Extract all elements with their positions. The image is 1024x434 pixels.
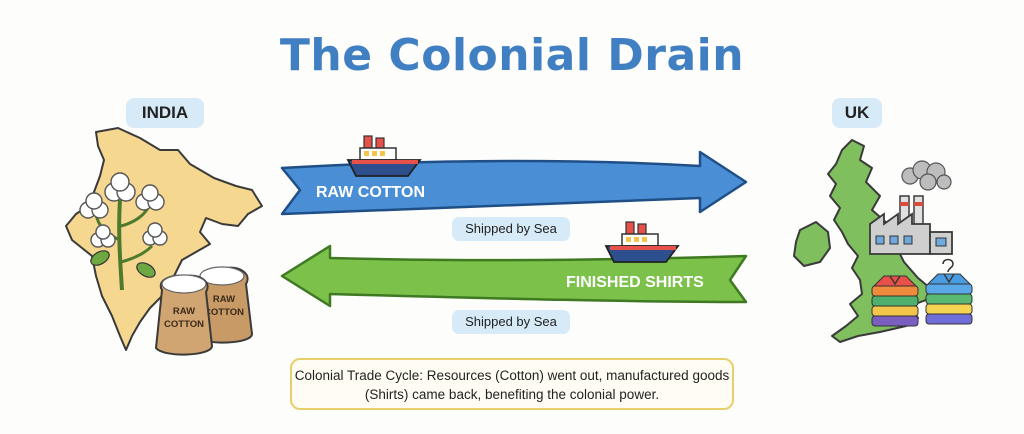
sack-label-line1: RAW (213, 294, 235, 305)
shirt-stack-icon (871, 258, 973, 327)
raw-cotton-label: RAW COTTON (316, 184, 425, 201)
india-label: INDIA (126, 98, 204, 128)
import-transport-label: Shipped by Sea (452, 310, 570, 334)
trade-cycle-caption: Colonial Trade Cycle: Resources (Cotton)… (290, 358, 734, 410)
page-title: The Colonial Drain (279, 30, 745, 81)
ship-icon (604, 221, 680, 263)
cotton-sack-icon: RAW COTTON (154, 274, 214, 356)
finished-shirts-arrow: FINISHED SHIRTS (280, 244, 748, 308)
sack-label-line1: RAW (173, 306, 195, 317)
export-transport-label: Shipped by Sea (452, 217, 570, 241)
sack-label-line2: COTTON (204, 307, 244, 318)
cotton-plant-icon (79, 172, 168, 291)
factory-icon (869, 160, 953, 255)
ship-icon (346, 135, 422, 177)
sack-label-line2: COTTON (164, 319, 204, 330)
uk-label: UK (832, 98, 882, 128)
finished-shirts-label: FINISHED SHIRTS (566, 274, 704, 291)
